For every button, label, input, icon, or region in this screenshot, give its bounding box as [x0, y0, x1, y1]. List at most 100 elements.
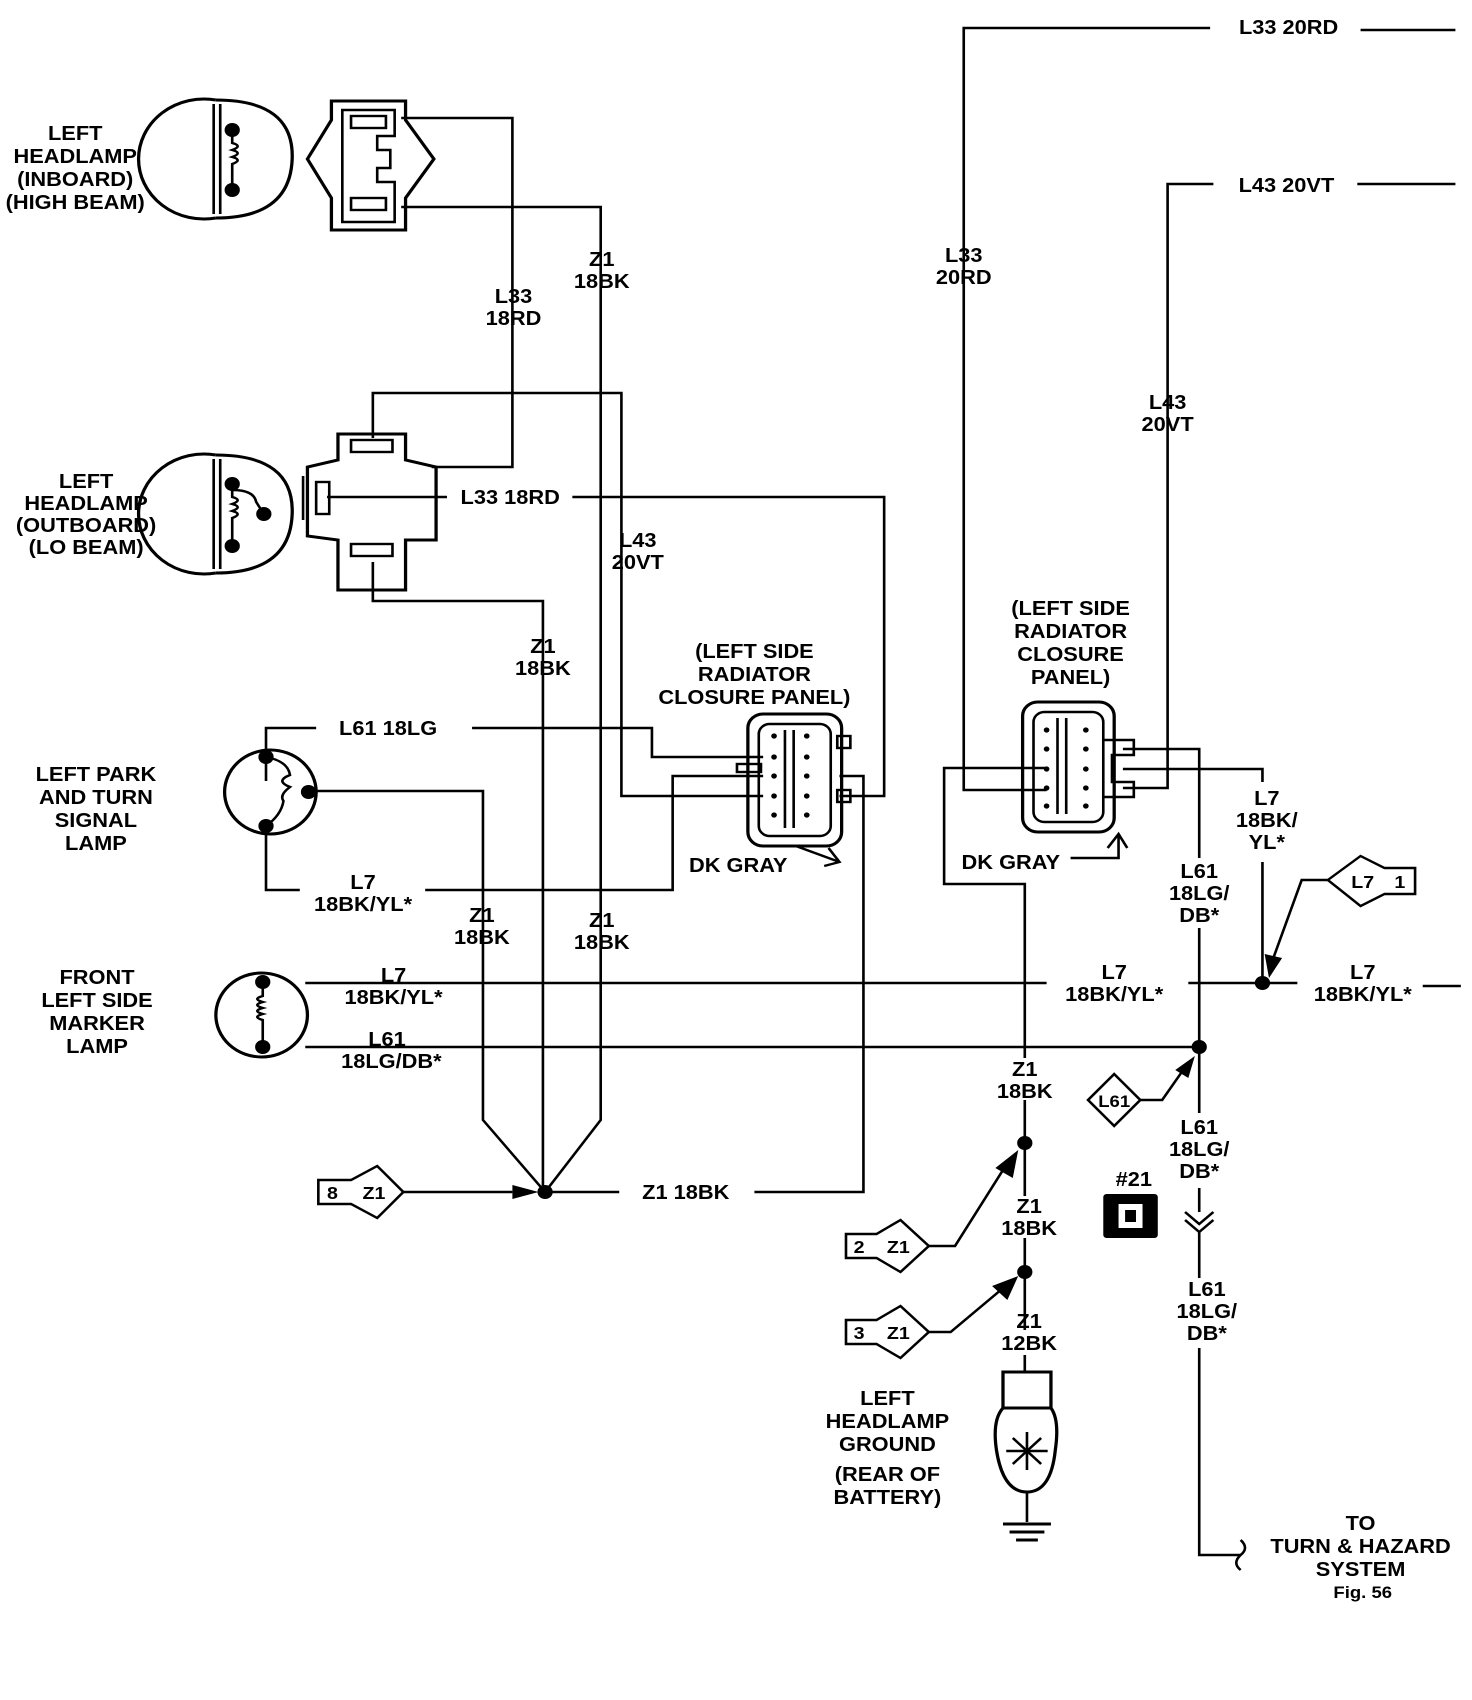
- lbl-18rd-a: 18RD: [486, 308, 542, 330]
- wire-z1-18bk-c: [307, 789, 547, 1193]
- marker-label-3: MARKER: [49, 1013, 145, 1035]
- ground-label-4: (REAR OF: [835, 1464, 940, 1486]
- lbl-18bk-f: 18BK: [1001, 1218, 1057, 1240]
- wire-l7-a2: [425, 774, 764, 892]
- lbl-18bkyl-c: 18BK/YL*: [1065, 984, 1164, 1006]
- lbl-18bk-a: 18BK: [574, 271, 630, 293]
- lbl-18bkyl-b: 18BK/YL*: [345, 987, 444, 1009]
- splice-z1-b: [1017, 1265, 1033, 1279]
- ref-z1-2: [844, 1150, 1019, 1274]
- marker-label-4: LAMP: [66, 1036, 128, 1058]
- lbl-18bkyl-d: 18BK/YL*: [1314, 984, 1413, 1006]
- panel-connector-right: [1020, 700, 1136, 860]
- lbl-20vt-a: 20VT: [612, 552, 664, 574]
- inline-connector-b: [1184, 1219, 1215, 1234]
- splice-21-symbol: [1103, 1194, 1158, 1238]
- lbl-12bk-g: 12BK: [1001, 1333, 1057, 1355]
- ref-z1-3-code: Z1: [887, 1323, 910, 1343]
- lbl-z1-f: Z1: [1016, 1196, 1042, 1218]
- lbl-z1-e: Z1: [1012, 1059, 1038, 1081]
- lbl-z1-g: Z1: [1016, 1311, 1042, 1333]
- wire-l43-20vt-a: [371, 391, 764, 798]
- panel-a-label-1: (LEFT SIDE: [695, 641, 814, 663]
- hl-outboard-label-4: (LO BEAM): [29, 537, 144, 559]
- ground-label-2: HEADLAMP: [826, 1411, 950, 1433]
- lbl-18bk-c: 18BK: [454, 927, 510, 949]
- ref-z1-8-num: 8: [327, 1183, 338, 1203]
- panel-b-label-2: RADIATOR: [1014, 621, 1127, 643]
- wire-l33-18rd-b2: [572, 495, 886, 798]
- wire-l43-20vt: [1122, 182, 1214, 790]
- park-label-2: AND TURN: [39, 787, 153, 809]
- hl-outboard-label-2: HEADLAMP: [24, 493, 148, 515]
- ref-z1-8-code: Z1: [362, 1183, 385, 1203]
- lbl-l33-a: L33: [495, 286, 533, 308]
- lbl-18lg-d: 18LG/: [1177, 1301, 1238, 1323]
- marker-label-1: FRONT: [60, 967, 135, 989]
- ref-z1-2-num: 2: [854, 1237, 865, 1257]
- splice-z1-left: [537, 1185, 553, 1199]
- lbl-18lgdb-a: 18LG/DB*: [341, 1051, 442, 1073]
- ref-l61: [1086, 1056, 1195, 1128]
- panel-a-label-3: CLOSURE PANEL): [658, 687, 850, 709]
- ref-z1-3-num: 3: [854, 1323, 865, 1343]
- side-marker-lamp: [214, 971, 310, 1059]
- wire-labels: L33 20RD L43 20VT L33 20RD L43 20VT Z1 1…: [314, 17, 1413, 1355]
- lbl-18bkyl-a: 18BK/YL*: [314, 894, 413, 916]
- ref-l61-code: L61: [1098, 1092, 1130, 1111]
- lbl-db-c: DB*: [1179, 1161, 1220, 1183]
- lbl-z1-d: Z1: [589, 910, 615, 932]
- ref-l7-code: L7: [1351, 872, 1374, 892]
- turn-hazard-label-1: TO: [1346, 1513, 1376, 1535]
- wire-l61-18lg-a2: [472, 726, 764, 759]
- lbl-l7-c: L7: [1101, 962, 1126, 984]
- ref-z1-2-code: Z1: [887, 1237, 910, 1257]
- turn-hazard-label-3: SYSTEM: [1316, 1559, 1406, 1581]
- wire-l33-20rd: [962, 26, 1211, 792]
- dk-gray-right: DK GRAY: [962, 852, 1061, 874]
- wire-z1-bus2: [754, 774, 865, 1194]
- lbl-db-d: DB*: [1187, 1323, 1228, 1345]
- lbl-l43-20vt-top: L43 20VT: [1239, 175, 1335, 197]
- park-label-1: LEFT PARK: [36, 764, 157, 786]
- wire-l61-right-e: [1197, 1348, 1241, 1557]
- dk-gray-left: DK GRAY: [689, 855, 788, 877]
- lbl-l61-18lg: L61 18LG: [339, 718, 437, 740]
- lbl-l7-b: L7: [381, 965, 406, 987]
- turn-hazard-label-2: TURN & HAZARD: [1270, 1536, 1450, 1558]
- lbl-z1-c: Z1: [469, 905, 495, 927]
- hl-inboard-label-4: (HIGH BEAM): [6, 192, 145, 214]
- headlamp-outboard: [136, 452, 294, 576]
- ground-label-5: BATTERY): [834, 1487, 942, 1509]
- lbl-18bk-d: 18BK: [574, 932, 630, 954]
- lbl-l61-b: L61: [1180, 861, 1218, 883]
- lbl-l43-a: L43: [619, 530, 657, 552]
- panel-b-label-4: PANEL): [1031, 667, 1110, 689]
- ref-z1-8: [317, 1164, 539, 1220]
- lbl-18bk-e: 18BK/: [1236, 810, 1298, 832]
- wire-z1-18bk-b: [371, 562, 545, 1192]
- hl-inboard-label-2: HEADLAMP: [13, 146, 137, 168]
- wire-z1-right: [942, 766, 1047, 1058]
- lbl-z1-18bk-bus: Z1 18BK: [642, 1182, 729, 1204]
- splices: [537, 976, 1271, 1279]
- lbl-yl-e: YL*: [1249, 832, 1286, 854]
- hl-outboard-label-3: (OUTBOARD): [16, 515, 156, 537]
- connector-inboard: [305, 99, 436, 232]
- ref-l7-1: [1264, 854, 1417, 978]
- lbl-l33-v: L33: [945, 245, 983, 267]
- lbl-18lg-c: 18LG/: [1169, 1139, 1230, 1161]
- park-turn-lamp: [222, 748, 318, 836]
- panel-b-label-1: (LEFT SIDE: [1011, 598, 1130, 620]
- lbl-l43-v: L43: [1149, 392, 1187, 414]
- ground-terminal: [993, 1370, 1059, 1542]
- wire-l33-18rd-a: [401, 116, 514, 469]
- inline-connector: [1184, 1211, 1215, 1226]
- wire-break: [1234, 1539, 1247, 1571]
- ground-label-3: GROUND: [839, 1434, 936, 1456]
- hl-outboard-label-1: LEFT: [59, 471, 114, 493]
- lbl-db-b: DB*: [1179, 905, 1220, 927]
- lbl-l7-a: L7: [350, 872, 375, 894]
- splice-21-label: #21: [1116, 1169, 1153, 1191]
- hl-inboard-label-1: LEFT: [48, 123, 103, 145]
